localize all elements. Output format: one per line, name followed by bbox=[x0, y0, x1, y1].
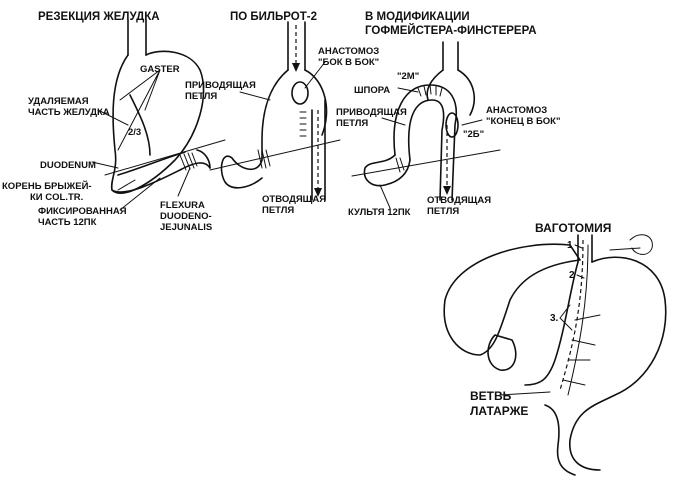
vagotomy-drawing bbox=[443, 234, 667, 476]
label-n2: 2 bbox=[569, 270, 575, 281]
gaster-pointers bbox=[117, 69, 161, 151]
label-duodenum: DUODENUM bbox=[40, 160, 96, 171]
h-arrow-out bbox=[443, 186, 451, 195]
label-efferent-h-2: ПЕТЛЯ bbox=[427, 206, 459, 217]
h-anastomosis-ring bbox=[445, 112, 459, 138]
b2-anastomosis-ring bbox=[291, 81, 309, 105]
mesentery-line bbox=[104, 139, 226, 176]
b2-suture-hatch bbox=[299, 111, 307, 137]
label-efferent-b-1: ОТВОДЯЩАЯ bbox=[262, 194, 326, 205]
h-afferent-pointer bbox=[381, 117, 406, 126]
flexura-hatch bbox=[179, 152, 198, 171]
duodenum-inner bbox=[117, 151, 186, 176]
label-mesentery-2: КИ COL.TR. bbox=[30, 192, 83, 203]
duodenum-pointer bbox=[91, 161, 119, 169]
label-spur: ШПОРА bbox=[354, 85, 390, 96]
hofmeister-drawing bbox=[351, 41, 501, 209]
v-marker-2-line bbox=[576, 274, 585, 279]
v-branches bbox=[562, 314, 601, 386]
label-efferent-h-1: ОТВОДЯЩАЯ bbox=[427, 195, 491, 206]
h-stump-hatch bbox=[395, 157, 405, 173]
label-anast-side-1: АНАСТОМОЗ bbox=[318, 46, 379, 57]
label-removed-2: ЧАСТЬ ЖЕЛУДКА bbox=[28, 107, 110, 118]
h-spur-hatch bbox=[417, 84, 443, 97]
label-afferent-h-1: ПРИВОДЯЩАЯ bbox=[336, 107, 407, 118]
label-anast-side-2: "БОК В БОК" bbox=[318, 57, 379, 68]
b2-afferent-pointer bbox=[239, 91, 271, 101]
v-stomach-greater bbox=[569, 256, 667, 471]
label-flexura-2: DUODENO- bbox=[160, 211, 212, 222]
flexura-pointer bbox=[177, 167, 191, 197]
label-fixed-1: ФИКСИРОВАННАЯ bbox=[38, 206, 127, 217]
h-spur-pointer bbox=[397, 87, 419, 93]
h-loop-inner bbox=[408, 99, 445, 201]
title-vagotomy: ВАГОТОМИЯ bbox=[535, 221, 611, 235]
resection-drawing bbox=[91, 19, 226, 211]
v-marker-3-line bbox=[559, 304, 573, 331]
h-stump bbox=[363, 154, 411, 187]
label-mesentery-1: КОРЕНЬ БРЫЖЕЙ- bbox=[2, 180, 92, 192]
label-stump: КУЛЬТЯ 12ПК bbox=[348, 207, 411, 218]
liver-outline bbox=[443, 243, 581, 356]
v-vagus-line bbox=[567, 244, 589, 396]
h-mesentery-line bbox=[351, 149, 501, 177]
label-fixed-2: ЧАСТЬ 12ПК bbox=[38, 217, 97, 228]
label-mark-2b: "2Б" bbox=[463, 129, 484, 140]
title-resection: РЕЗЕКЦИЯ ЖЕЛУДКА bbox=[38, 11, 160, 23]
label-anast-end-1: АНАСТОМОЗ bbox=[486, 105, 547, 116]
b2-afferent-hatch bbox=[257, 149, 271, 169]
label-afferent-b-2: ПЕТЛЯ bbox=[185, 91, 217, 102]
b2-stomach-left bbox=[261, 69, 289, 161]
v-vagus-trunk bbox=[559, 239, 584, 391]
v-duodenum bbox=[544, 404, 576, 476]
label-afferent-b-1: ПРИВОДЯЩАЯ bbox=[185, 80, 256, 91]
billroth-drawing bbox=[209, 21, 341, 201]
b2-anastomosis-pointer bbox=[304, 61, 326, 89]
label-n1: 1 bbox=[567, 240, 573, 251]
v-stomach-lesser bbox=[524, 261, 579, 386]
label-flexura-1: FLEXURA bbox=[160, 200, 205, 211]
flexura-curve bbox=[196, 149, 211, 169]
label-gaster: GASTER bbox=[140, 64, 180, 75]
title-modification-2: ГОФМЕЙСТЕРА-ФИНСТЕРЕРА bbox=[365, 24, 537, 37]
title-modification-1: В МОДИФИКАЦИИ bbox=[365, 11, 470, 23]
h-stump-pointer bbox=[379, 184, 391, 209]
label-mark-2m: "2М" bbox=[397, 71, 419, 82]
mesentery-pointer bbox=[117, 179, 136, 191]
fixed-pointer bbox=[119, 177, 161, 211]
removed-pointer bbox=[97, 109, 129, 126]
label-latarget-2: ЛАТАРЖЕ bbox=[470, 404, 528, 418]
v-nerve-loop bbox=[609, 234, 653, 255]
h-stomach-right bbox=[457, 69, 476, 116]
label-afferent-h-2: ПЕТЛЯ bbox=[336, 118, 368, 129]
gallbladder bbox=[487, 334, 517, 371]
title-billroth: ПО БИЛЬРОТ-2 bbox=[230, 11, 317, 23]
label-removed-1: УДАЛЯЕМАЯ bbox=[28, 96, 89, 107]
b2-arrow-in bbox=[292, 63, 300, 72]
v-marker-1-line bbox=[574, 244, 583, 249]
label-n3: 3. bbox=[550, 313, 559, 324]
h-anastomosis-pointer bbox=[461, 119, 483, 126]
label-fraction: 2/3 bbox=[128, 127, 141, 138]
v-latarget-pointer bbox=[499, 391, 551, 396]
label-anast-end-2: "КОНЕЦ В БОК" bbox=[486, 116, 561, 127]
label-latarget-1: ВЕТВЬ bbox=[470, 389, 512, 403]
duodenum-outline bbox=[111, 162, 211, 193]
b2-stomach-right bbox=[304, 69, 328, 136]
label-flexura-3: JEJUNALIS bbox=[160, 222, 212, 233]
stomach-outline bbox=[110, 50, 205, 194]
b2-mesentery-line bbox=[209, 139, 341, 171]
stomach-inner bbox=[129, 94, 151, 156]
b2-afferent-loop bbox=[220, 155, 263, 189]
b2-arrow-out bbox=[314, 188, 322, 197]
label-efferent-b-2: ПЕТЛЯ bbox=[262, 205, 294, 216]
